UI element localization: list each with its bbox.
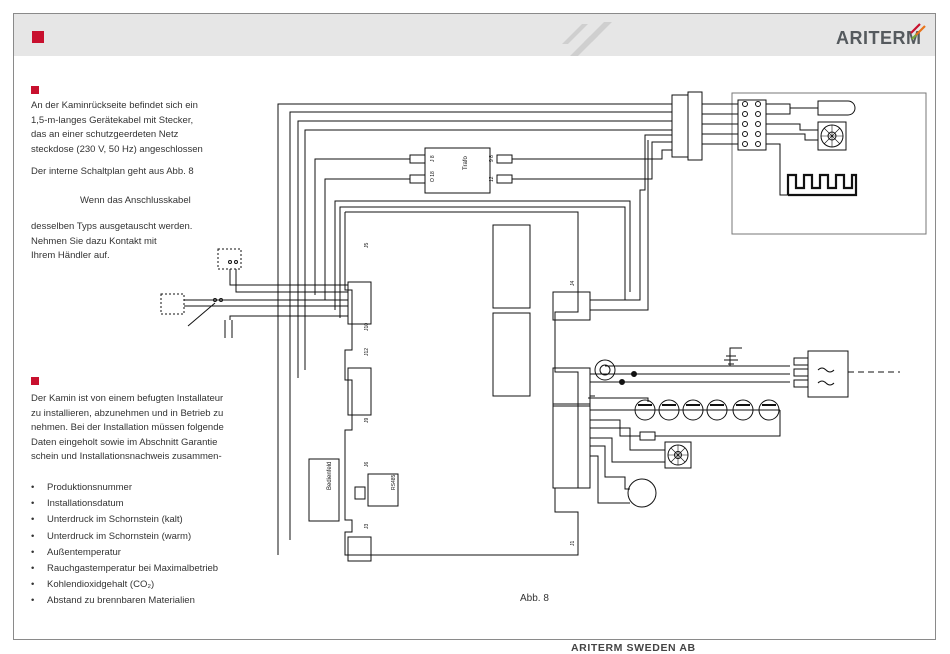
list-item: Unterdruck im Schornstein (kalt) xyxy=(31,512,218,528)
connector-j2 xyxy=(552,367,591,407)
figure-caption: Abb. 8 xyxy=(520,593,549,604)
panel-label: Bedienfeld xyxy=(327,462,333,490)
connector-label: J4 xyxy=(570,281,576,287)
footer-company: ARITERM SWEDEN AB xyxy=(571,642,696,654)
list-item: Abstand zu brennbaren Materialien xyxy=(31,593,218,609)
junction-dot xyxy=(631,371,637,377)
trafo-pin xyxy=(409,154,426,164)
connector-j10 xyxy=(347,281,372,325)
connector-label: J5 xyxy=(364,243,370,249)
section-marker xyxy=(31,377,39,385)
power-box xyxy=(793,350,849,398)
header-band xyxy=(14,14,935,56)
installation-data-list: Produktionsnummer Installationsdatum Unt… xyxy=(31,480,218,610)
list-item: Produktionsnummer xyxy=(31,480,218,496)
junction-block xyxy=(671,94,689,158)
connector-j2-lower xyxy=(552,403,591,489)
wiring-reference-paragraph: Der interne Schaltplan geht aus Abb. 8 xyxy=(31,166,194,177)
rs485-label: RS485 xyxy=(391,474,397,490)
current-sensor xyxy=(594,359,616,381)
connector-j4 xyxy=(552,291,591,321)
list-item: Kohlendioxidgehalt (CO₂) xyxy=(31,577,218,593)
header-decoration xyxy=(562,22,612,56)
trafo-label: Trafo xyxy=(463,156,469,170)
fan-icon xyxy=(817,121,847,151)
connection-paragraph: An der Kaminrückseite befindet sich ein … xyxy=(31,100,203,155)
top-wire-bundle xyxy=(277,103,672,555)
list-item: Installationsdatum xyxy=(31,496,218,512)
trafo-pin xyxy=(496,174,513,184)
fan-icon xyxy=(664,441,692,469)
connector-label: J1 xyxy=(570,541,576,547)
connector-j3 xyxy=(347,536,372,562)
trafo-pin-label: 12 xyxy=(489,176,495,182)
terminal-wires xyxy=(702,103,818,196)
list-item: Rauchgastemperatur bei Maximalbetrieb xyxy=(31,561,218,577)
relay-block xyxy=(492,312,531,397)
control-panel-box xyxy=(308,458,340,522)
list-item: Unterdruck im Schornstein (warm) xyxy=(31,529,218,545)
connector-j9 xyxy=(347,367,372,416)
resistor-icon xyxy=(639,431,656,441)
connector-label: J12 xyxy=(364,348,370,356)
appliance-box xyxy=(731,92,927,235)
right-wiring xyxy=(588,347,900,504)
connector-label: J6 xyxy=(364,462,370,468)
junction-dot xyxy=(619,379,625,385)
trafo-pin xyxy=(496,154,513,164)
control-board-outline xyxy=(344,211,579,556)
rs485-box xyxy=(367,473,399,507)
section-marker xyxy=(31,86,39,94)
connector-label: J10 xyxy=(364,323,370,331)
connector-label: J3 xyxy=(364,524,370,530)
dealer-contact-paragraph: desselben Typs ausgetauscht werden. Nehm… xyxy=(31,221,193,261)
trafo-pin xyxy=(409,174,426,184)
cable-replacement-paragraph: Wenn das Anschlusskabel xyxy=(80,195,191,206)
connector-label: J9 xyxy=(364,418,370,424)
brand-logo: ARITERM xyxy=(836,28,922,48)
junction-block xyxy=(687,91,703,161)
installation-paragraph: Der Kamin ist von einem befugten Install… xyxy=(31,393,224,462)
heater-icon xyxy=(786,173,858,197)
connector-j6 xyxy=(354,486,366,500)
brand-flame-icon xyxy=(910,23,926,40)
mains-input xyxy=(160,248,348,338)
lamp-icon xyxy=(817,100,856,116)
list-item: Außentemperatur xyxy=(31,545,218,561)
trafo-pin-label: J 8 xyxy=(430,155,436,162)
trafo-pin-label: 9 8 xyxy=(489,155,495,162)
trafo-pin-label: O 18 xyxy=(430,171,436,182)
terminal-strip xyxy=(737,99,767,151)
transformer xyxy=(424,147,491,194)
motor-icon xyxy=(627,478,657,508)
sensor-row xyxy=(634,399,780,421)
header-marker xyxy=(32,31,44,43)
relay-block xyxy=(492,224,531,309)
